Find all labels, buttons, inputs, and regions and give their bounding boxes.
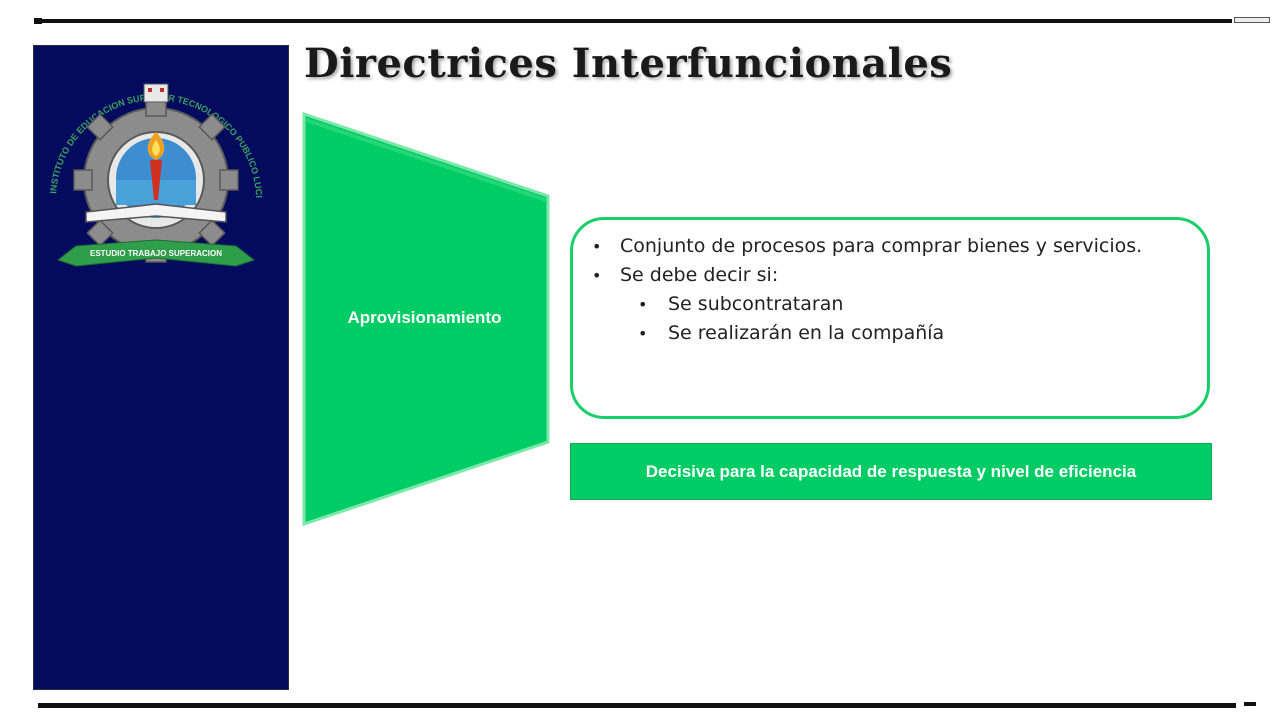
- ribbon-icon: [56, 239, 256, 267]
- book-icon: [85, 203, 227, 223]
- page-title: Directrices Interfuncionales: [304, 40, 953, 87]
- emblem-ribbon-text: ESTUDIO TRABAJO SUPERACION: [90, 249, 222, 258]
- sub-bullet-item: • Se subcontrataran: [590, 290, 1190, 319]
- bullet-text: Se debe decir si:: [620, 264, 779, 286]
- bullet-dot-icon: •: [638, 295, 648, 314]
- bullet-dot-icon: •: [638, 324, 648, 343]
- process-trapezoid: [302, 112, 550, 526]
- tower-icon: [143, 83, 169, 103]
- bullet-text: Se subcontrataran: [668, 293, 844, 315]
- institution-emblem: INSTITUTO DE EDUCACION SUPERIOR TECNOLOG…: [36, 70, 264, 267]
- summary-banner: Decisiva para la capacidad de respuesta …: [570, 443, 1212, 500]
- top-rule: [36, 19, 1232, 23]
- bullet-text: Conjunto de procesos para comprar bienes…: [620, 235, 1143, 257]
- bottom-rule: [38, 703, 1236, 708]
- top-rule-end: [1234, 17, 1270, 23]
- bullet-dot-icon: •: [592, 266, 602, 285]
- sub-bullet-item: • Se realizarán en la compañía: [590, 319, 1190, 348]
- bullet-text: Se realizarán en la compañía: [668, 322, 945, 344]
- bullet-dot-icon: •: [592, 237, 602, 256]
- summary-banner-text: Decisiva para la capacidad de respuesta …: [645, 461, 1137, 481]
- bullet-list: • Conjunto de procesos para comprar bien…: [590, 232, 1190, 348]
- torch-globe-icon: [116, 132, 196, 218]
- bullet-item: • Conjunto de procesos para comprar bien…: [590, 232, 1190, 261]
- bullet-item: • Se debe decir si:: [590, 261, 1190, 290]
- process-label: Aprovisionamiento: [347, 308, 502, 327]
- info-box: [570, 217, 1210, 419]
- bottom-rule-end: [1244, 702, 1256, 706]
